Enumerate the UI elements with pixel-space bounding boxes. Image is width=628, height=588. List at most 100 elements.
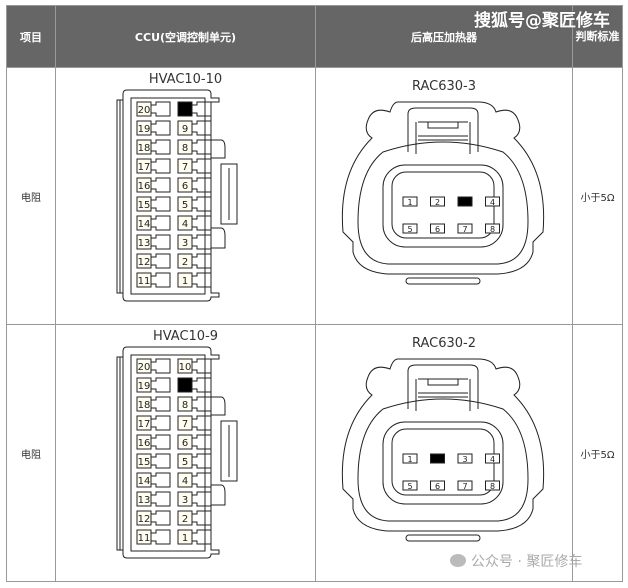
pin-cavity <box>485 480 500 491</box>
terminal-latch <box>192 158 212 174</box>
pin-number: 17 <box>138 162 151 173</box>
header-row: 项目 CCU(空调控制单元) 后高压加热器 判断标准 <box>6 5 623 68</box>
terminal-latch <box>151 396 171 412</box>
pin-number: 15 <box>138 200 151 211</box>
pin-cavity <box>136 215 152 231</box>
pin-cavity <box>402 223 418 234</box>
pin-cavity <box>136 453 152 469</box>
terminal-latch <box>192 139 212 155</box>
pin-number: 7 <box>462 225 467 234</box>
connector-outline <box>382 421 504 505</box>
terminal-latch <box>151 253 171 269</box>
pin-number: 13 <box>138 238 151 249</box>
pin-number: 3 <box>182 238 188 249</box>
connector-outline <box>357 398 529 522</box>
header-item: 项目 <box>6 5 56 68</box>
connector-outline <box>116 356 123 551</box>
pin-number: 14 <box>138 476 151 487</box>
pin-number: 18 <box>138 400 151 411</box>
pin-number: 4 <box>182 476 188 487</box>
terminal-latch <box>151 415 171 431</box>
terminal-latch <box>151 101 171 117</box>
pin-number: 5 <box>182 200 188 211</box>
pin-cavity <box>177 396 193 412</box>
pin-cavity <box>136 196 152 212</box>
pin-number: 7 <box>182 162 188 173</box>
pin-cavity <box>402 453 418 464</box>
pin-number: 13 <box>138 495 151 506</box>
pin-number: 12 <box>138 514 151 525</box>
pin-cavity <box>457 480 473 491</box>
pin-cavity <box>177 358 193 374</box>
pin-cavity <box>136 177 152 193</box>
item-cell: 电阻 <box>6 67 56 325</box>
terminal-latch <box>151 510 171 526</box>
connector-outline <box>130 354 206 552</box>
pin-cavity <box>136 472 152 488</box>
pin-cavity <box>136 396 152 412</box>
pin-number: 6 <box>182 438 188 449</box>
terminal-latch <box>192 396 212 412</box>
terminal-latch <box>151 529 171 545</box>
pin-cavity <box>402 196 418 207</box>
terminal-latch <box>151 272 171 288</box>
connector-outline <box>405 534 481 542</box>
pin-number: 5 <box>407 482 412 491</box>
pin-cavity <box>136 377 152 393</box>
pin-number: 16 <box>138 438 151 449</box>
pin-number: 12 <box>138 257 151 268</box>
connector-outline <box>407 364 479 411</box>
heater-connector-label: RAC630-2 <box>411 336 477 351</box>
pin-cavity <box>136 510 152 526</box>
pin-cavity <box>402 480 418 491</box>
pin-cavity <box>177 510 193 526</box>
header-criterion: 判断标准 <box>572 5 623 68</box>
pin-cavity <box>136 120 152 136</box>
pin-number: 8 <box>490 225 495 234</box>
pin-cavity <box>177 529 193 545</box>
pin-cavity <box>136 358 152 374</box>
pin-cavity <box>136 139 152 155</box>
pin-cavity <box>430 196 445 207</box>
terminal-latch <box>151 434 171 450</box>
pin-number: 11 <box>138 276 151 287</box>
pin-cavity <box>177 453 193 469</box>
terminal-latch <box>192 196 212 212</box>
pin-number: 6 <box>182 181 188 192</box>
pin-cavity <box>177 415 193 431</box>
terminal-latch <box>151 491 171 507</box>
ccu-connector-label: HVAC10-10 <box>148 72 223 87</box>
pin-cavity <box>485 453 500 464</box>
pin-number: 8 <box>490 482 495 491</box>
resistance-table: 项目 CCU(空调控制单元) 后高压加热器 判断标准 电阻 HVAC10-10 2… <box>6 5 623 582</box>
pin-cavity <box>457 196 473 207</box>
pin-number: 4 <box>182 219 188 230</box>
pin-number: 9 <box>182 124 188 135</box>
pin-number: 17 <box>138 419 151 430</box>
pin-number: 8 <box>182 143 188 154</box>
pin-cavity <box>177 377 193 393</box>
pin-cavity <box>136 529 152 545</box>
terminal-latch <box>192 177 212 193</box>
pin-cavity <box>136 491 152 507</box>
pin-number: 15 <box>138 457 151 468</box>
pin-cavity <box>457 453 473 464</box>
connector-outline <box>116 99 123 294</box>
pin-cavity <box>136 158 152 174</box>
pin-number: 18 <box>138 143 151 154</box>
pin-number: 1 <box>182 533 188 544</box>
pin-number: 14 <box>138 219 151 230</box>
item-cell: 电阻 <box>6 324 56 582</box>
pin-cavity <box>136 415 152 431</box>
pin-cavity <box>485 196 500 207</box>
wechat-icon <box>450 554 466 567</box>
ccu-connector-label: HVAC10-9 <box>152 329 219 344</box>
pin-number: 16 <box>138 181 151 192</box>
pin-number: 11 <box>138 533 151 544</box>
terminal-latch <box>192 529 212 545</box>
pin-number: 2 <box>182 514 188 525</box>
terminal-latch <box>151 377 171 393</box>
